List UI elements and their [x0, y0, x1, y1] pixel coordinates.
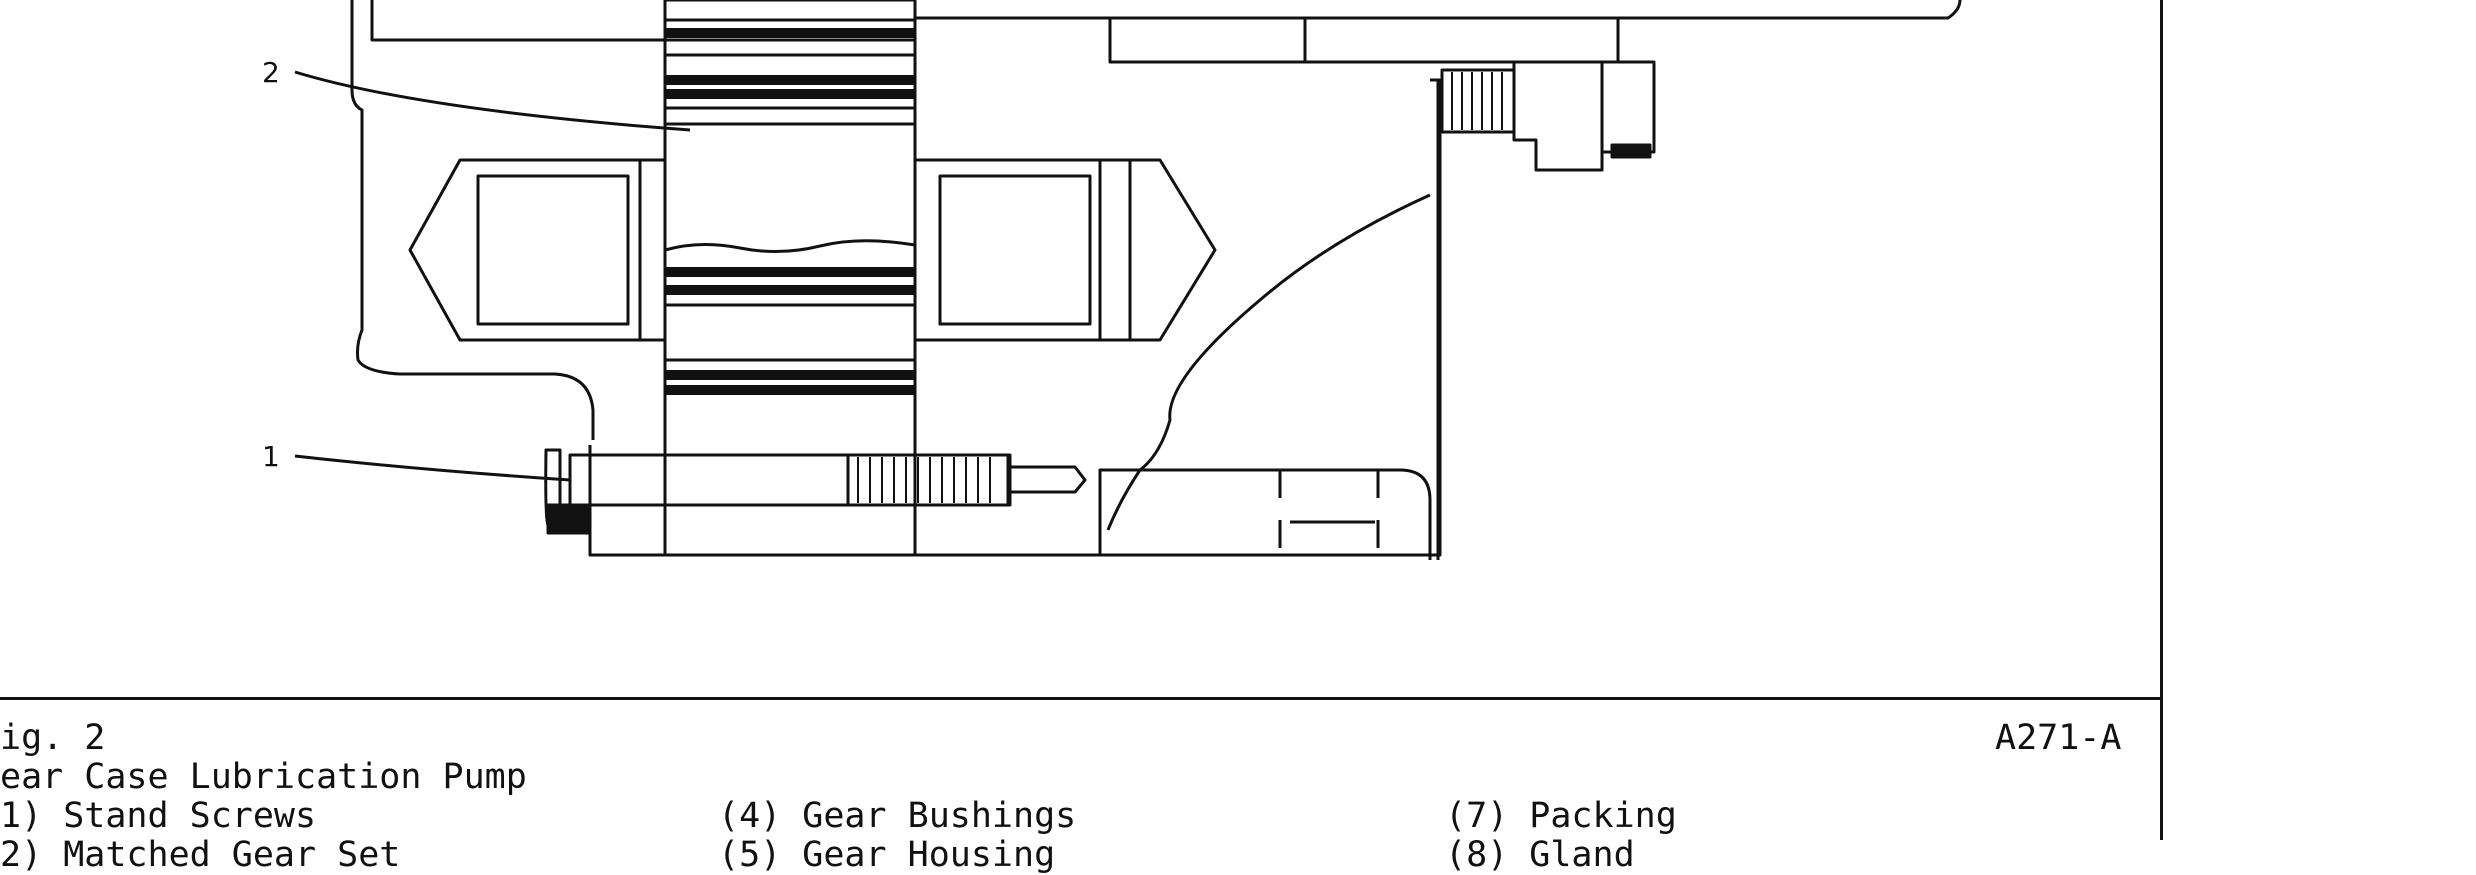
drawing-number: A271-A: [1995, 718, 2122, 758]
legend-item: (8) Gland: [1445, 835, 1635, 875]
gland: [1512, 60, 1604, 172]
callout-1: 1: [262, 440, 280, 473]
cutaway-break-curve: [1106, 193, 1431, 531]
gland-nut: [1600, 60, 1656, 154]
lower-block: [1098, 468, 1432, 560]
gear-teeth-top: [665, 28, 915, 99]
legend-item: 2) Matched Gear Set: [0, 835, 401, 875]
housing-base: [588, 445, 915, 557]
top-plate: [913, 0, 1962, 20]
pump-cross-section-drawing: [294, 0, 1962, 560]
callout-2: 2: [262, 56, 280, 89]
legend-item: (4) Gear Bushings: [718, 796, 1077, 836]
legend-item: 1) Stand Screws: [0, 796, 317, 836]
gear-teeth-bottom: [665, 267, 915, 395]
left-bushing: [408, 158, 667, 342]
stand-screw-head-shadow: [546, 503, 590, 535]
legend-item: (5) Gear Housing: [718, 835, 1056, 875]
caption-divider: [0, 697, 2163, 700]
gear-housing-body: [915, 78, 1442, 557]
leader-line-1: [294, 454, 571, 482]
housing-outline-left: [350, 0, 595, 440]
gear-break-line: [664, 239, 916, 254]
leader-line-2: [294, 70, 691, 132]
right-bushing: [913, 158, 1217, 342]
legend-item: (7) Packing: [1445, 796, 1677, 836]
figure-label: ig. 2: [0, 718, 106, 758]
frame-right-border: [2160, 0, 2163, 840]
housing-inner-left: [370, 0, 665, 42]
figure-title: ear Case Lubrication Pump: [0, 757, 527, 797]
